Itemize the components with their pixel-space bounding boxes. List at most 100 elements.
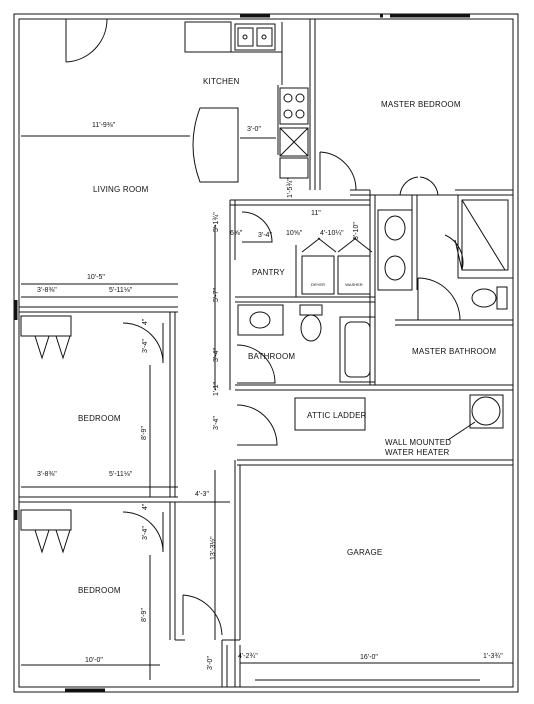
room-label-kitchen: KITCHEN [203, 77, 240, 86]
bath-sink [249, 311, 271, 329]
burner [283, 93, 293, 103]
dim-laundry: 4'-10¼" [320, 230, 344, 237]
closet [20, 315, 72, 337]
dim-bath-v: 3'-4" [213, 348, 220, 362]
room-label-living-room: LIVING ROOM [93, 185, 149, 194]
vanity [377, 209, 413, 291]
dim-bed2-height: 8'-9" [141, 608, 148, 622]
bath-door [236, 344, 276, 384]
mbath-door [417, 277, 461, 321]
exterior-wall-outer [13, 13, 519, 693]
attic-ladder-label: ATTIC LADDER [307, 411, 367, 420]
dim-pantry-v: 5'-1¾" [213, 212, 220, 232]
dim-bed1-wall: 4" [142, 318, 149, 325]
water-heater-note: WATER HEATER [385, 448, 450, 457]
toilet-bowl [300, 314, 322, 342]
bed2-door [122, 511, 164, 553]
shower [461, 199, 509, 271]
toilet-tank [496, 286, 508, 310]
bed1-door [122, 322, 164, 364]
dryer-label: DRYER [311, 282, 325, 287]
shower-glass [461, 199, 506, 271]
dim-bed2-wall: 4" [142, 503, 149, 510]
dim-bed1-left: 3'-8⅜" [37, 287, 57, 294]
sink-bowl [237, 27, 254, 47]
kitchen-island [192, 107, 239, 183]
dim-garage-left: 4'-2¾" [238, 653, 258, 660]
dim-bed2-door-v: 3'-4" [142, 526, 149, 540]
toilet-tank [299, 304, 323, 316]
water-heater-note: WALL MOUNTED [385, 438, 452, 447]
room-label-master-bathroom: MASTER BATHROOM [412, 347, 497, 356]
washer [337, 255, 371, 295]
dim-hall-width: 4'-3" [195, 491, 209, 498]
vanity-sink [384, 255, 406, 281]
washer-label: WASHER [345, 282, 363, 287]
dim-living-width: 11'-9⅜" [92, 122, 116, 129]
room-label-garage: GARAGE [347, 548, 383, 557]
dim-hall: 11" [311, 210, 321, 217]
dim-hall-v: 1'-5¾" [287, 178, 294, 198]
toilet-bowl [471, 288, 497, 308]
mbath-double-door [399, 176, 439, 196]
closet-door [34, 335, 71, 360]
kitchen-counter [184, 21, 232, 53]
room-label-bedroom: BEDROOM [78, 586, 121, 595]
dim-pantry: 3'-4" [258, 232, 272, 239]
sink-bowl [256, 27, 273, 47]
room-label-bathroom: BATHROOM [248, 352, 296, 361]
dim-pantry: 6⅝" [230, 230, 243, 237]
dim-closet-v: 3'-10" [353, 222, 360, 240]
range [279, 87, 309, 125]
dim-hall-gap-v: 1'-1" [213, 382, 220, 396]
dim-garage-side-v: 13'-3½" [210, 536, 217, 560]
bathtub-inner [344, 321, 371, 378]
bath-vanity [237, 304, 284, 336]
dim-attic-door-v: 3'-4" [213, 416, 220, 430]
leader-line [447, 421, 476, 441]
refrigerator [279, 127, 309, 157]
refrigerator [279, 127, 309, 157]
dim-bed2-width: 10'-0" [85, 657, 103, 664]
kitchen-sink [234, 23, 276, 51]
dim-bath-hall-v: 5'-7" [213, 288, 220, 302]
faucet [261, 34, 267, 40]
dim-bed2-right: 5'-11⅛" [109, 471, 133, 478]
dim-garage-door: 16'-0" [360, 654, 378, 661]
room-label-master-bedroom: MASTER BEDROOM [381, 100, 461, 109]
burner [283, 109, 293, 119]
bathtub [339, 316, 376, 383]
burner [295, 109, 305, 119]
closet-door [34, 529, 71, 554]
attic-ladder [294, 397, 366, 431]
dim-bed1-right: 5'-11⅛" [109, 287, 133, 294]
entry-door [182, 594, 223, 636]
dim-bed2-left: 3'-8⅜" [37, 471, 57, 478]
laundry-door [317, 237, 337, 253]
laundry-door [337, 237, 357, 253]
pantry-door [241, 211, 273, 243]
dim-bed1-height: 8'-9" [141, 426, 148, 440]
water-heater-box [469, 394, 504, 429]
front-door [65, 18, 108, 63]
dim-bed1-door-v: 3'-4" [142, 339, 149, 353]
burner [295, 93, 305, 103]
room-label-pantry: PANTRY [252, 268, 285, 277]
dim-bed1-total: 10'-5" [87, 274, 105, 281]
dim-kitchen-opening: 3'-0" [247, 126, 261, 133]
shower-door [444, 234, 464, 271]
dim-entry-v: 3'-0" [207, 656, 214, 670]
water-heater [471, 396, 501, 426]
cabinet [279, 157, 309, 179]
vanity-sink [384, 215, 406, 241]
faucet [242, 34, 248, 40]
dim-garage-right: 1'-3¾" [483, 653, 503, 660]
master-door [319, 151, 357, 191]
dim-pantry: 10⅝" [286, 230, 303, 237]
attic-door [236, 404, 278, 446]
room-label-bedroom: BEDROOM [78, 414, 121, 423]
laundry-door [301, 237, 321, 253]
laundry-door [353, 237, 373, 253]
closet [20, 509, 72, 531]
